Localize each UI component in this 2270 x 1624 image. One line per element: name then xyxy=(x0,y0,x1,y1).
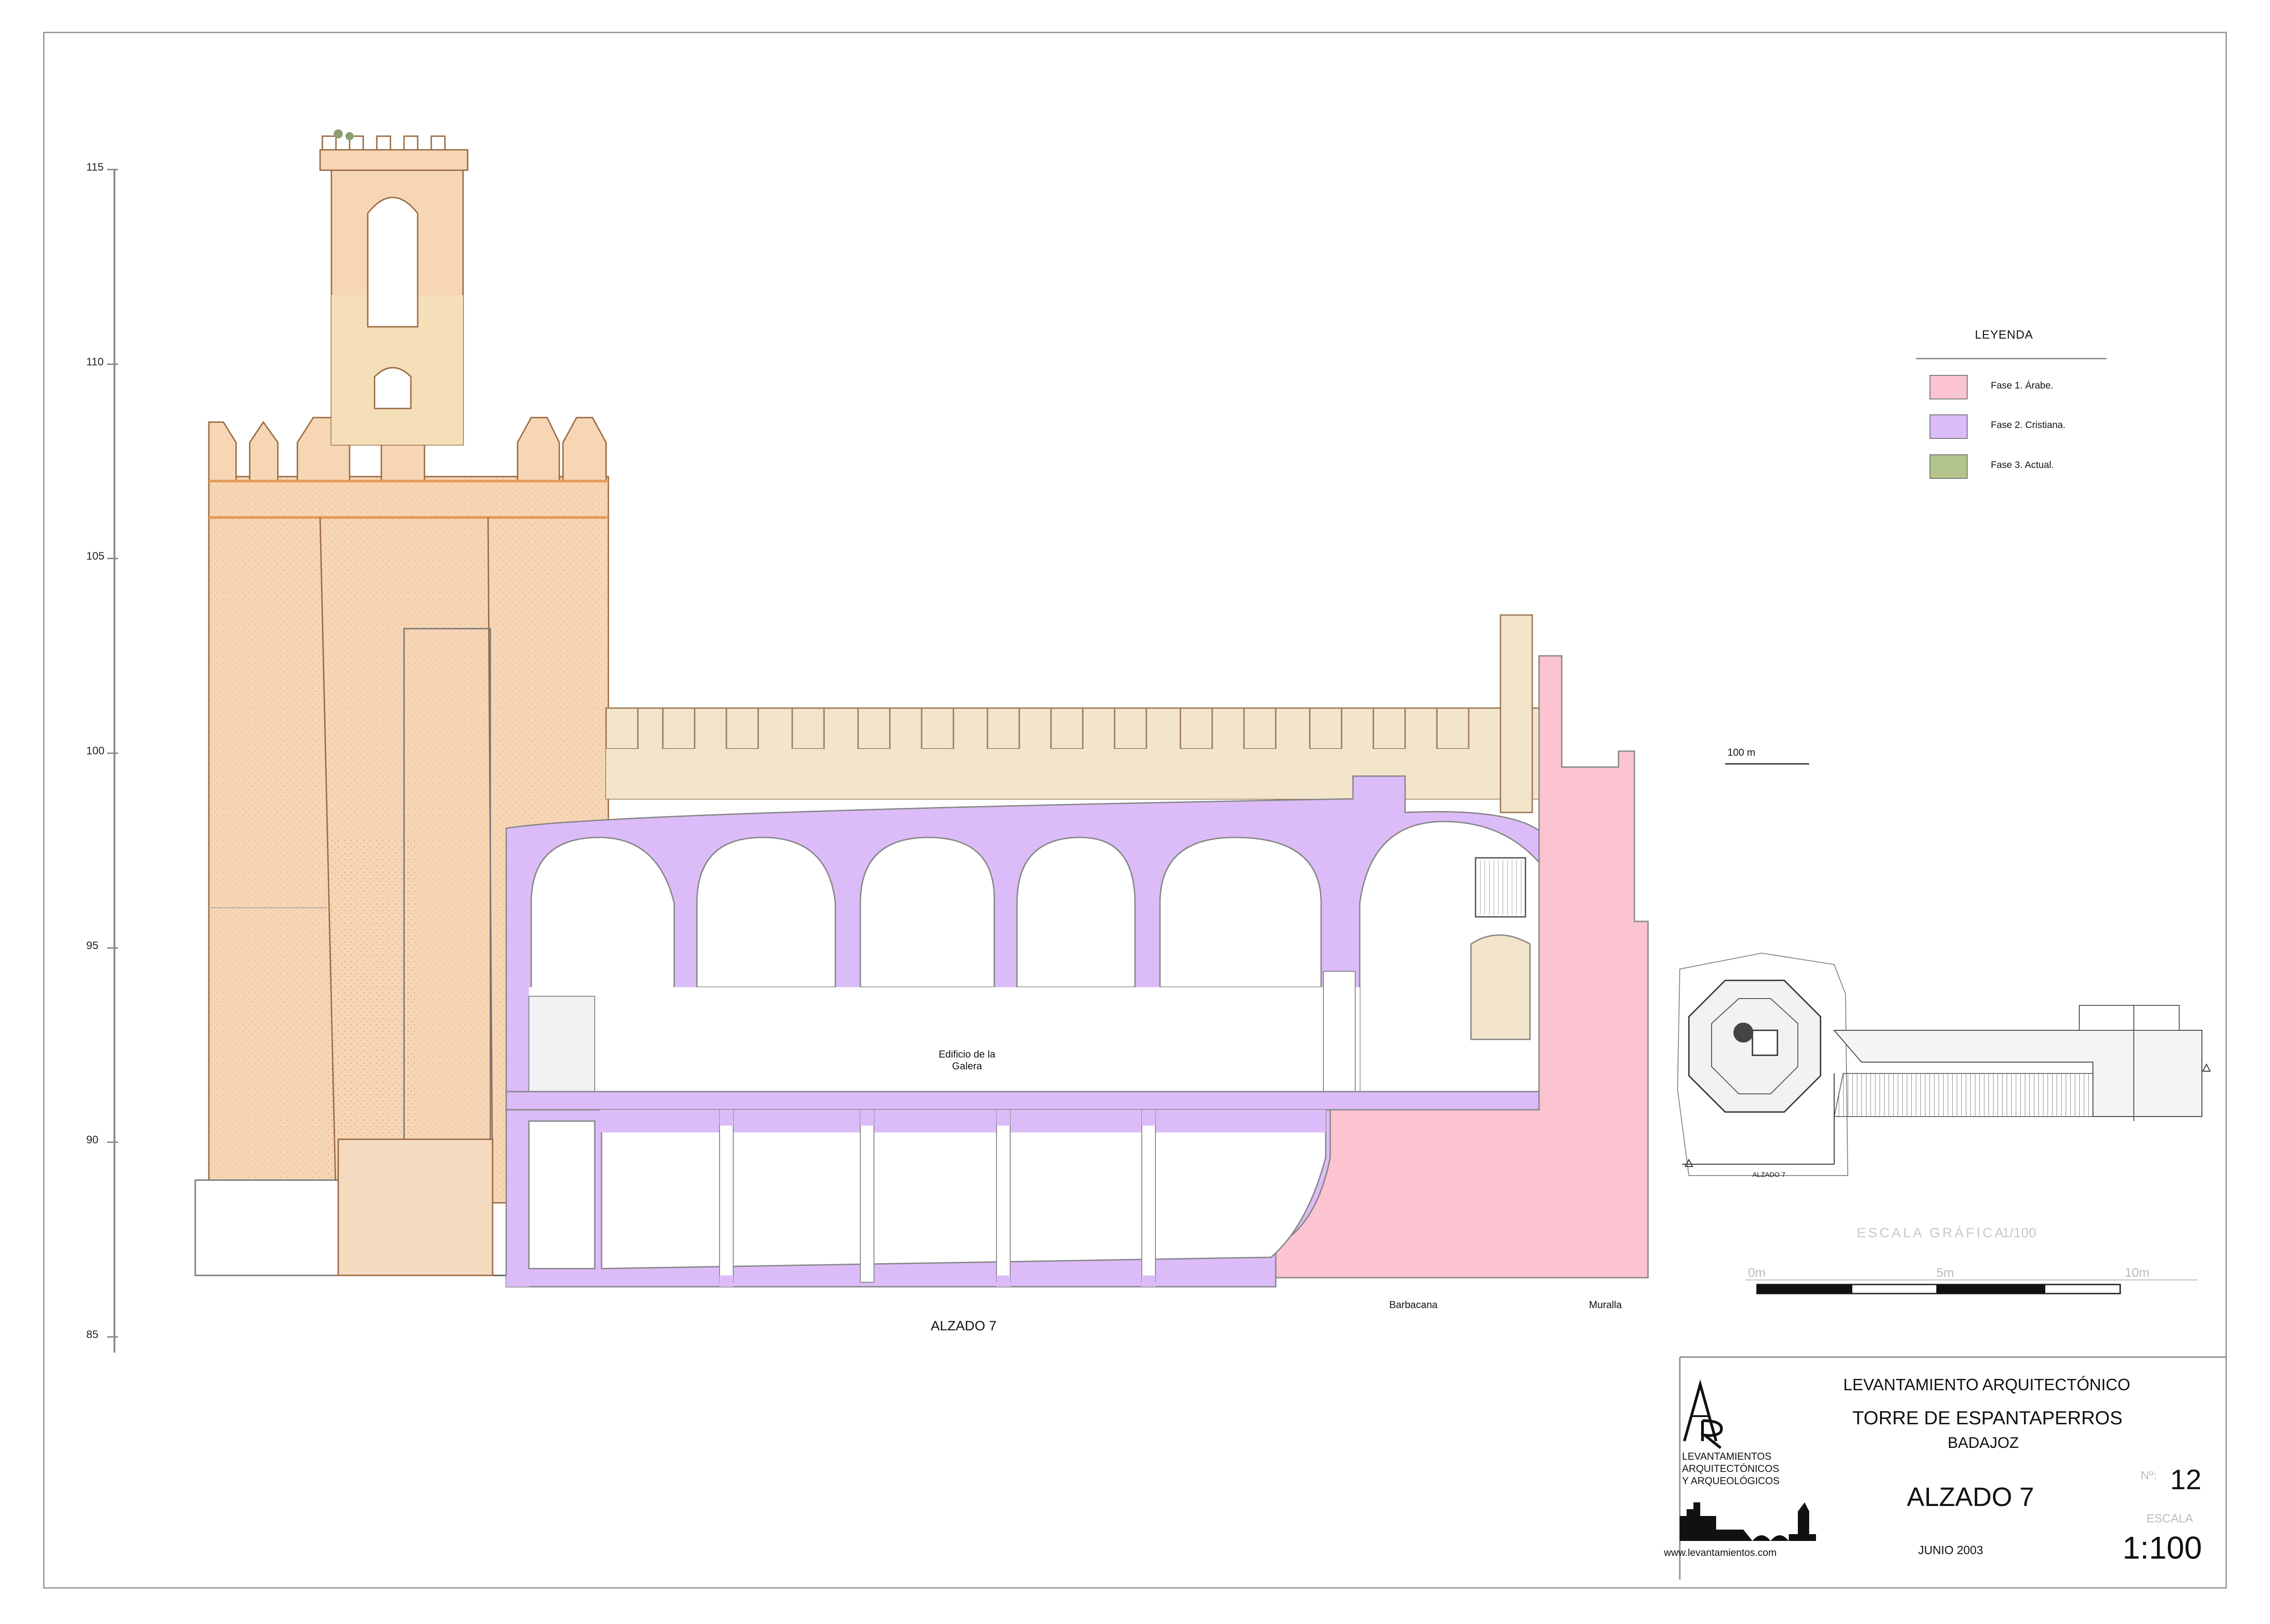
upper-tower xyxy=(319,129,469,446)
level-105: 105 xyxy=(86,550,105,562)
sheet-number-label: Nº: xyxy=(2141,1468,2157,1482)
sheet-title: ALZADO 7 xyxy=(1907,1482,2034,1512)
sheet-number: 12 xyxy=(2170,1464,2201,1496)
elevation-axis xyxy=(114,170,115,1353)
level-100: 100 xyxy=(86,745,105,757)
level-110: 110 xyxy=(86,356,104,368)
sheet-date: JUNIO 2003 xyxy=(1918,1543,1984,1557)
level-115: 115 xyxy=(86,161,104,173)
label-ref-level: 100 m xyxy=(1727,747,1756,758)
scale-tick-0: 0m xyxy=(1748,1265,1766,1280)
label-muralla: Muralla xyxy=(1589,1299,1622,1310)
scale-tick-10: 10m xyxy=(2125,1265,2150,1280)
legend-label-phase1: Fase 1. Árabe. xyxy=(1991,380,2053,391)
legend-title: LEYENDA xyxy=(1975,328,2033,341)
keyplan-caption: ALZADO 7 xyxy=(1752,1171,1786,1179)
scale-bar-ratio: 1/100 xyxy=(2002,1225,2037,1240)
drawing-title: ALZADO 7 xyxy=(931,1319,997,1334)
phase2-gallery xyxy=(505,775,1540,1288)
level-95: 95 xyxy=(86,940,99,952)
company-website: www.levantamientos.com xyxy=(1664,1547,1777,1558)
legend-label-phase3: Fase 3. Actual. xyxy=(1991,460,2054,470)
project-name: TORRE DE ESPANTAPERROS xyxy=(1852,1407,2123,1428)
scale-label: ESCALA xyxy=(2147,1511,2193,1525)
scale-tick-5: 5m xyxy=(1936,1265,1954,1280)
legend-label-phase2: Fase 2. Cristiana. xyxy=(1991,420,2066,430)
project-type: LEVANTAMIENTO ARQUITECTÓNICO xyxy=(1843,1375,2131,1394)
scale-bar-title: ESCALA GRÁFICA xyxy=(1857,1225,2006,1240)
label-edificio-galera: Edificio de la Galera xyxy=(938,1048,996,1072)
company-logo xyxy=(1680,1379,1816,1541)
label-barbacana: Barbacana xyxy=(1389,1299,1438,1310)
sheet-scale: 1:100 xyxy=(2122,1530,2202,1565)
key-plan xyxy=(1677,952,2211,1176)
level-90: 90 xyxy=(86,1134,99,1146)
legend-swatch-phase3 xyxy=(1930,454,1968,479)
legend-swatch-phase2 xyxy=(1930,414,1968,439)
crenellated-wall xyxy=(605,614,1540,813)
level-85: 85 xyxy=(86,1329,99,1341)
legend-swatch-phase1 xyxy=(1930,375,1968,399)
sheet-border xyxy=(43,32,2227,1589)
project-city: BADAJOZ xyxy=(1948,1434,2019,1452)
company-name: LEVANTAMIENTOS ARQUITECTÓNICOS Y ARQUEOL… xyxy=(1682,1451,1780,1486)
scale-bar-graphic xyxy=(1746,1280,2197,1294)
